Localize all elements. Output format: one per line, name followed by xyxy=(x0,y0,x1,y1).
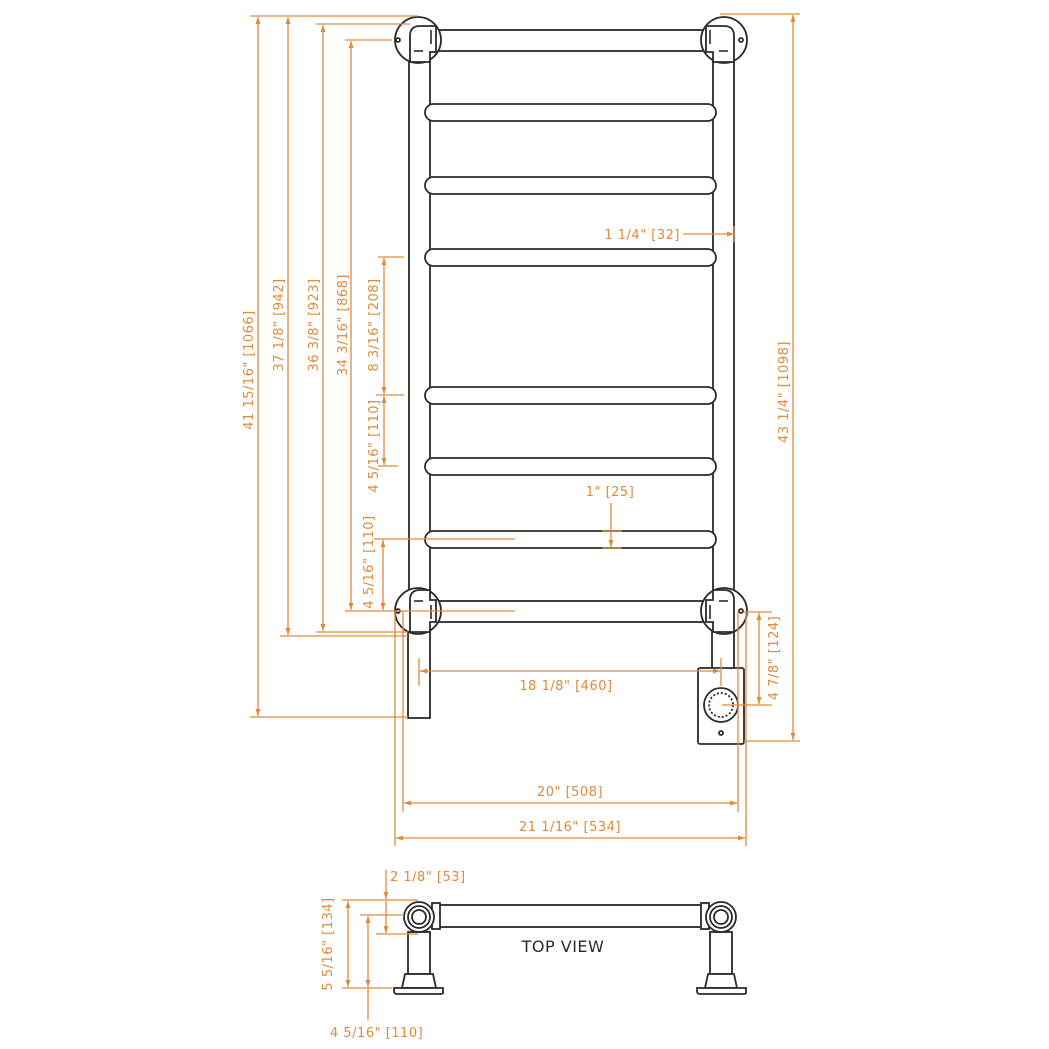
corner-elbow-bottom-right xyxy=(700,587,748,635)
corner-elbow-top-right xyxy=(700,16,748,64)
label-overall-height-right: 43 1/4" [1098] xyxy=(777,341,792,443)
corner-elbow-top-left xyxy=(394,16,442,64)
screw-icon xyxy=(718,730,724,736)
front-view-dimensions: 41 15/16" [1066] 37 1/8" [942] 36 3/8" [… xyxy=(242,13,800,846)
label-overall-depth: 5 5/16" [134] xyxy=(321,897,336,990)
label-bar-to-wall: 4 5/16" [110] xyxy=(330,1026,423,1041)
label-height-36: 36 3/8" [923] xyxy=(307,278,322,371)
rung-bar xyxy=(424,103,717,122)
top-view: TOP VIEW xyxy=(393,901,747,995)
label-bar-diameter: 1" [25] xyxy=(586,485,635,500)
label-bar-gap-lower: 4 5/16" [110] xyxy=(362,515,377,608)
top-view-bar xyxy=(437,904,703,928)
label-height-34: 34 3/16" [868] xyxy=(336,274,351,376)
top-view-dimensions: 2 1/8" [53] 5 5/16" [134] 4 5/16" [110] xyxy=(321,870,466,1041)
label-mount-to-bar: 2 1/8" [53] xyxy=(390,870,466,885)
top-view-right-standoff xyxy=(709,931,733,975)
top-view-left-standoff xyxy=(407,931,431,975)
label-bar-gap-upper: 4 5/16" [110] xyxy=(367,399,382,492)
top-bar xyxy=(435,29,707,52)
label-center-width: 20" [508] xyxy=(537,785,603,800)
label-post-width: 1 1/4" [32] xyxy=(604,228,680,243)
label-overall-width: 21 1/16" [534] xyxy=(519,820,621,835)
label-inner-width: 18 1/8" [460] xyxy=(519,679,612,694)
rung-bar xyxy=(424,386,717,405)
label-height-37: 37 1/8" [942] xyxy=(272,278,287,371)
label-overall-height-left: 41 15/16" [1066] xyxy=(242,310,257,429)
rung-bars xyxy=(424,103,717,549)
label-junction-height: 4 7/8" [124] xyxy=(767,616,782,700)
rung-bar xyxy=(424,457,717,476)
rung-bar xyxy=(424,176,717,195)
top-view-title: TOP VIEW xyxy=(521,937,605,956)
front-view xyxy=(394,16,748,745)
rung-bar xyxy=(424,248,717,267)
label-bar-gap-large: 8 3/16" [208] xyxy=(367,278,382,371)
